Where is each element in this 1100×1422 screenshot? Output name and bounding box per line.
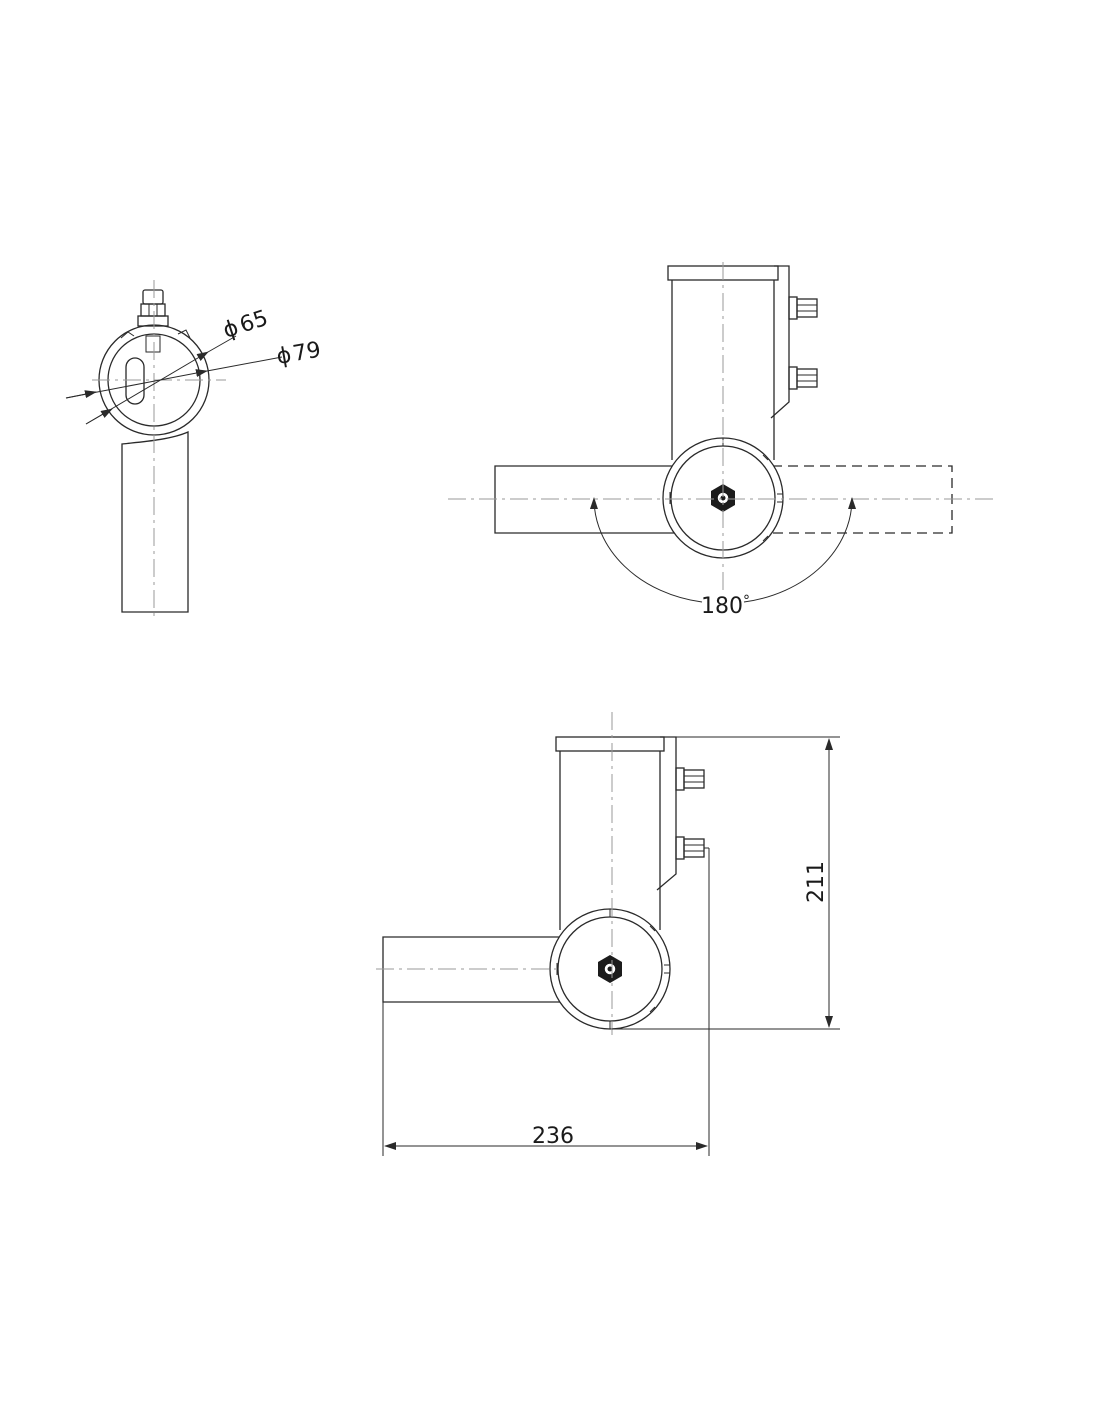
phi79-value: 79 (291, 338, 323, 367)
side-view-tab (145, 335, 161, 353)
dimensioned-view: 211 236 (376, 712, 840, 1156)
phi79-symbol: ϕ (275, 343, 294, 370)
dim-view-bolt-upper (675, 767, 705, 791)
label-236: 236 (532, 1124, 574, 1149)
front-view: 180° (448, 262, 998, 619)
label-phi65: ϕ65 (220, 306, 271, 344)
dim-view-top-cap (555, 736, 665, 752)
label-phi79: ϕ79 (275, 338, 323, 370)
side-view-slot (125, 357, 145, 405)
side-view-bolt-head (142, 289, 164, 305)
front-view-bolt-lower (788, 366, 818, 390)
angle-value: 180 (701, 594, 743, 619)
front-view-bolt-upper (788, 296, 818, 320)
front-view-clamp-plate (770, 265, 790, 419)
angle-unit: ° (743, 593, 750, 609)
phi65-value: 65 (237, 306, 271, 338)
label-211: 211 (804, 861, 829, 903)
dim-view-bolt-lower (675, 836, 705, 860)
side-view-pole (121, 431, 189, 613)
side-view-bolt-nut (140, 303, 166, 317)
side-view: ϕ65 ϕ79 (65, 280, 323, 618)
dim-arc-180 (589, 497, 703, 603)
label-180: 180° (701, 593, 750, 619)
